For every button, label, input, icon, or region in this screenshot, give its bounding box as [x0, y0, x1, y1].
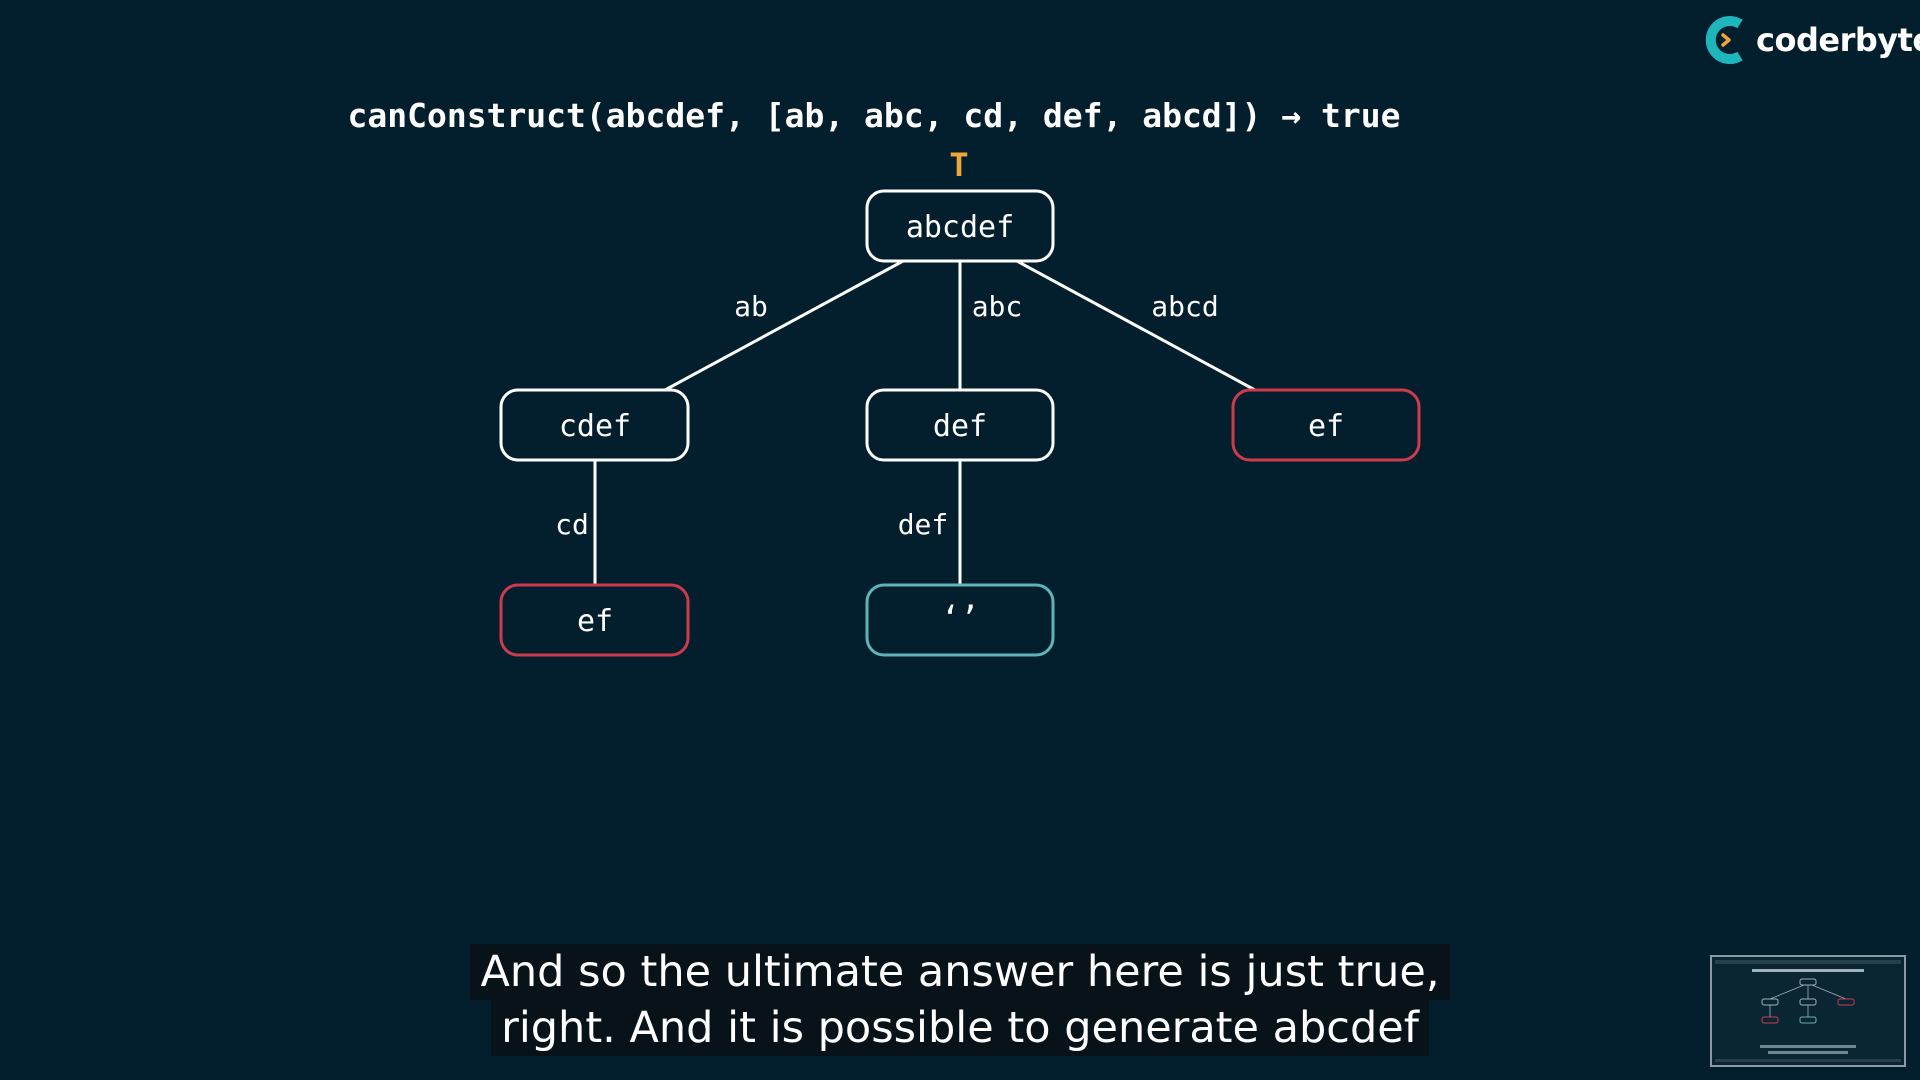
root-result-label: T: [949, 146, 968, 184]
edge-label-def: def: [898, 508, 949, 541]
node-root-label: abcdef: [906, 210, 1014, 245]
edge-label-abcd: abcd: [1151, 290, 1218, 323]
coderbyte-logo-icon: [1705, 16, 1743, 64]
node-empty-string-success: ‘’: [865, 583, 1055, 657]
edge-abcd: [1014, 258, 1256, 392]
caption-line-2: right. And it is possible to generate ab…: [491, 1000, 1429, 1056]
node-cdef: cdef: [499, 388, 690, 462]
node-ef-left-failed: ef: [499, 583, 690, 657]
node-ef-right-label: ef: [1308, 409, 1344, 444]
edge-ab: [664, 258, 906, 392]
node-ef-left-label: ef: [577, 604, 613, 639]
coderbyte-logo: coderbyte: [1700, 14, 1920, 70]
edge-label-cd: cd: [555, 508, 589, 541]
node-cdef-label: cdef: [559, 409, 631, 444]
node-ef-right-failed: ef: [1231, 388, 1421, 462]
function-call-expression: canConstruct(abcdef, [ab, abc, cd, def, …: [348, 96, 1401, 135]
caption-line-1: And so the ultimate answer here is just …: [470, 944, 1450, 1000]
node-root: abcdef: [865, 189, 1055, 263]
subtitle-caption: And so the ultimate answer here is just …: [0, 944, 1920, 1056]
thumbnail-diagram-icon: [1712, 957, 1904, 1065]
edge-label-abc: abc: [972, 290, 1023, 323]
node-def: def: [865, 388, 1055, 462]
node-empty-string-label: ‘’: [941, 599, 980, 637]
edge-label-ab: ab: [734, 290, 768, 323]
node-def-label: def: [933, 409, 987, 444]
video-preview-thumbnail[interactable]: [1710, 955, 1906, 1067]
coderbyte-wordmark: coderbyte: [1756, 21, 1920, 59]
